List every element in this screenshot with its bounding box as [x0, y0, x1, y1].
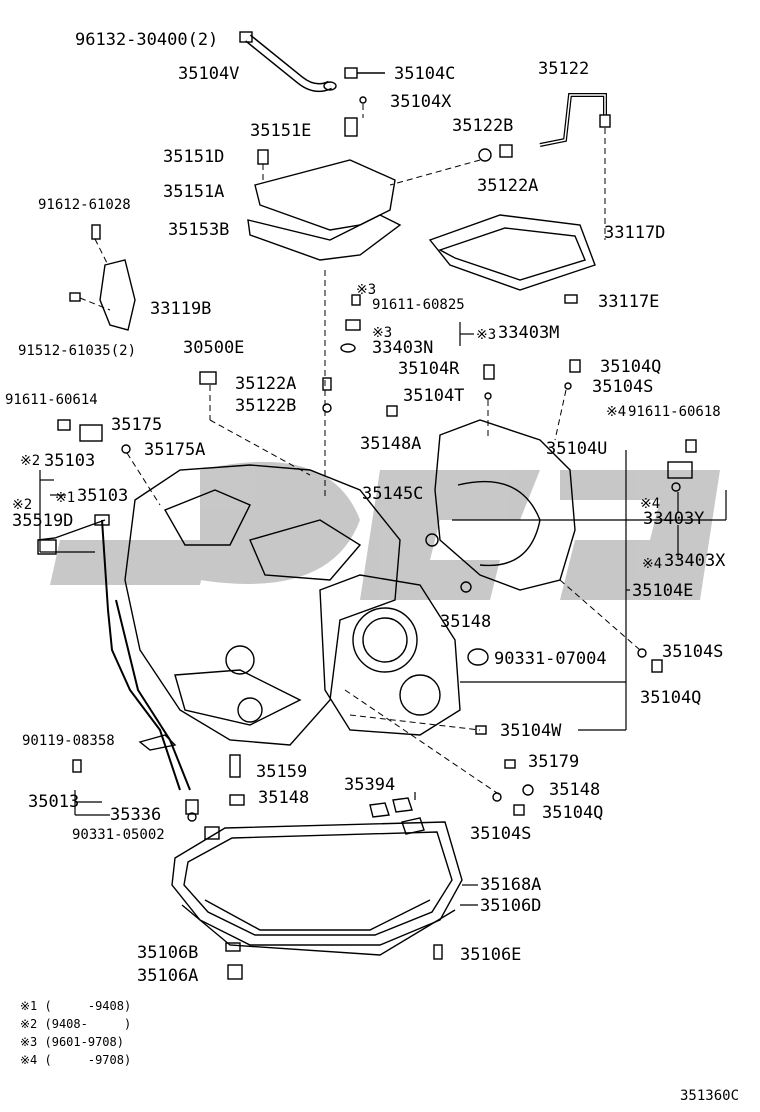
- label-33117d: 33117D: [604, 223, 666, 243]
- label-35145c: 35145C: [362, 484, 424, 504]
- label-33119b: 33119B: [150, 299, 212, 319]
- label-35104w: 35104W: [500, 721, 562, 741]
- label-33403x: 33403X: [664, 551, 726, 571]
- label-35106e: 35106E: [460, 945, 522, 965]
- label-35148a: 35148A: [360, 434, 422, 454]
- label-35175: 35175: [111, 415, 163, 435]
- label-35104q-low: 35104Q: [542, 803, 604, 823]
- label-90331-07004: 90331-07004: [494, 649, 607, 669]
- marker-3-a: ※3: [356, 282, 377, 298]
- label-90331-05002: 90331-05002: [72, 827, 165, 843]
- note-3: ※3 (9601-9708): [20, 1035, 124, 1049]
- label-35122a-mid: 35122A: [235, 374, 297, 394]
- label-90119-08358: 90119-08358: [22, 733, 115, 749]
- label-35148-mid: 35148: [440, 612, 492, 632]
- label-35103-b: 35103: [77, 486, 129, 506]
- label-35104u: 35104U: [546, 439, 608, 459]
- label-35168a: 35168A: [480, 875, 542, 895]
- label-35104e: 35104E: [632, 581, 694, 601]
- marker-2-b: ※2: [12, 497, 33, 513]
- label-35013: 35013: [28, 792, 80, 812]
- marker-4-a: ※4: [606, 404, 627, 420]
- label-35122b-mid: 35122B: [235, 396, 297, 416]
- note-1: ※1 ( -9408): [20, 999, 132, 1013]
- label-35104q-mid: 35104Q: [640, 688, 702, 708]
- label-35104q-top: 35104Q: [600, 357, 662, 377]
- label-35151a: 35151A: [163, 182, 225, 202]
- label-35151e: 35151E: [250, 121, 312, 141]
- label-91611-60614: 91611-60614: [5, 392, 98, 408]
- label-35104s-low: 35104S: [470, 824, 532, 844]
- drawing-lines: [37, 31, 727, 980]
- label-91611-60618: 91611-60618: [628, 404, 721, 420]
- label-35104r: 35104R: [398, 359, 460, 379]
- marker-4-b: ※4: [640, 496, 661, 512]
- label-35104c: 35104C: [394, 64, 456, 84]
- label-35336: 35336: [110, 805, 162, 825]
- label-35148-low: 35148: [549, 780, 601, 800]
- note-2: ※2 (9408- ): [20, 1017, 132, 1031]
- label-35104s-top: 35104S: [592, 377, 654, 397]
- label-33117e: 33117E: [598, 292, 660, 312]
- label-96132-30400: 96132-30400(2): [75, 30, 219, 50]
- label-91512-61035: 91512-61035(2): [18, 343, 137, 359]
- label-35122: 35122: [538, 59, 590, 79]
- marker-2-a: ※2: [20, 453, 41, 469]
- label-35175a: 35175A: [144, 440, 206, 460]
- label-35106d: 35106D: [480, 896, 542, 916]
- label-35104v: 35104V: [178, 64, 240, 84]
- label-35519d: 35519D: [12, 511, 74, 531]
- label-35106a: 35106A: [137, 966, 199, 986]
- label-35148-low2: 35148: [258, 788, 310, 808]
- note-4: ※4 ( -9708): [20, 1053, 132, 1067]
- label-35103-a: 35103: [44, 451, 96, 471]
- label-35104x: 35104X: [390, 92, 452, 112]
- label-35179: 35179: [528, 752, 580, 772]
- guide-lines: [79, 104, 641, 796]
- label-35151d: 35151D: [163, 147, 225, 167]
- marker-1: ※1: [55, 490, 76, 506]
- label-33403m: 33403M: [498, 323, 560, 343]
- label-91611-60825: 91611-60825: [372, 297, 465, 313]
- label-30500e: 30500E: [183, 338, 245, 358]
- marker-3-c: ※3: [476, 327, 497, 343]
- label-35394: 35394: [344, 775, 396, 795]
- label-35122b-top: 35122B: [452, 116, 514, 136]
- label-35104t: 35104T: [403, 386, 465, 406]
- label-91612-61028: 91612-61028: [38, 197, 131, 213]
- label-35159: 35159: [256, 762, 308, 782]
- label-35153b: 35153B: [168, 220, 230, 240]
- label-33403y: 33403Y: [643, 509, 705, 529]
- oil-pan: [171, 821, 463, 956]
- label-35106b: 35106B: [137, 943, 199, 963]
- marker-4-c: ※4: [642, 556, 663, 572]
- hose-35104v: [239, 31, 337, 93]
- label-35104s-mid: 35104S: [662, 642, 724, 662]
- label-33403n: 33403N: [372, 338, 434, 358]
- marker-3-b: ※3: [372, 325, 393, 341]
- diagram-reference-id: 351360C: [680, 1088, 740, 1104]
- callout-brackets: [39, 322, 727, 906]
- transaxle-case: [124, 464, 461, 746]
- label-35122a-top: 35122A: [477, 176, 539, 196]
- watermark-logo: [50, 461, 720, 600]
